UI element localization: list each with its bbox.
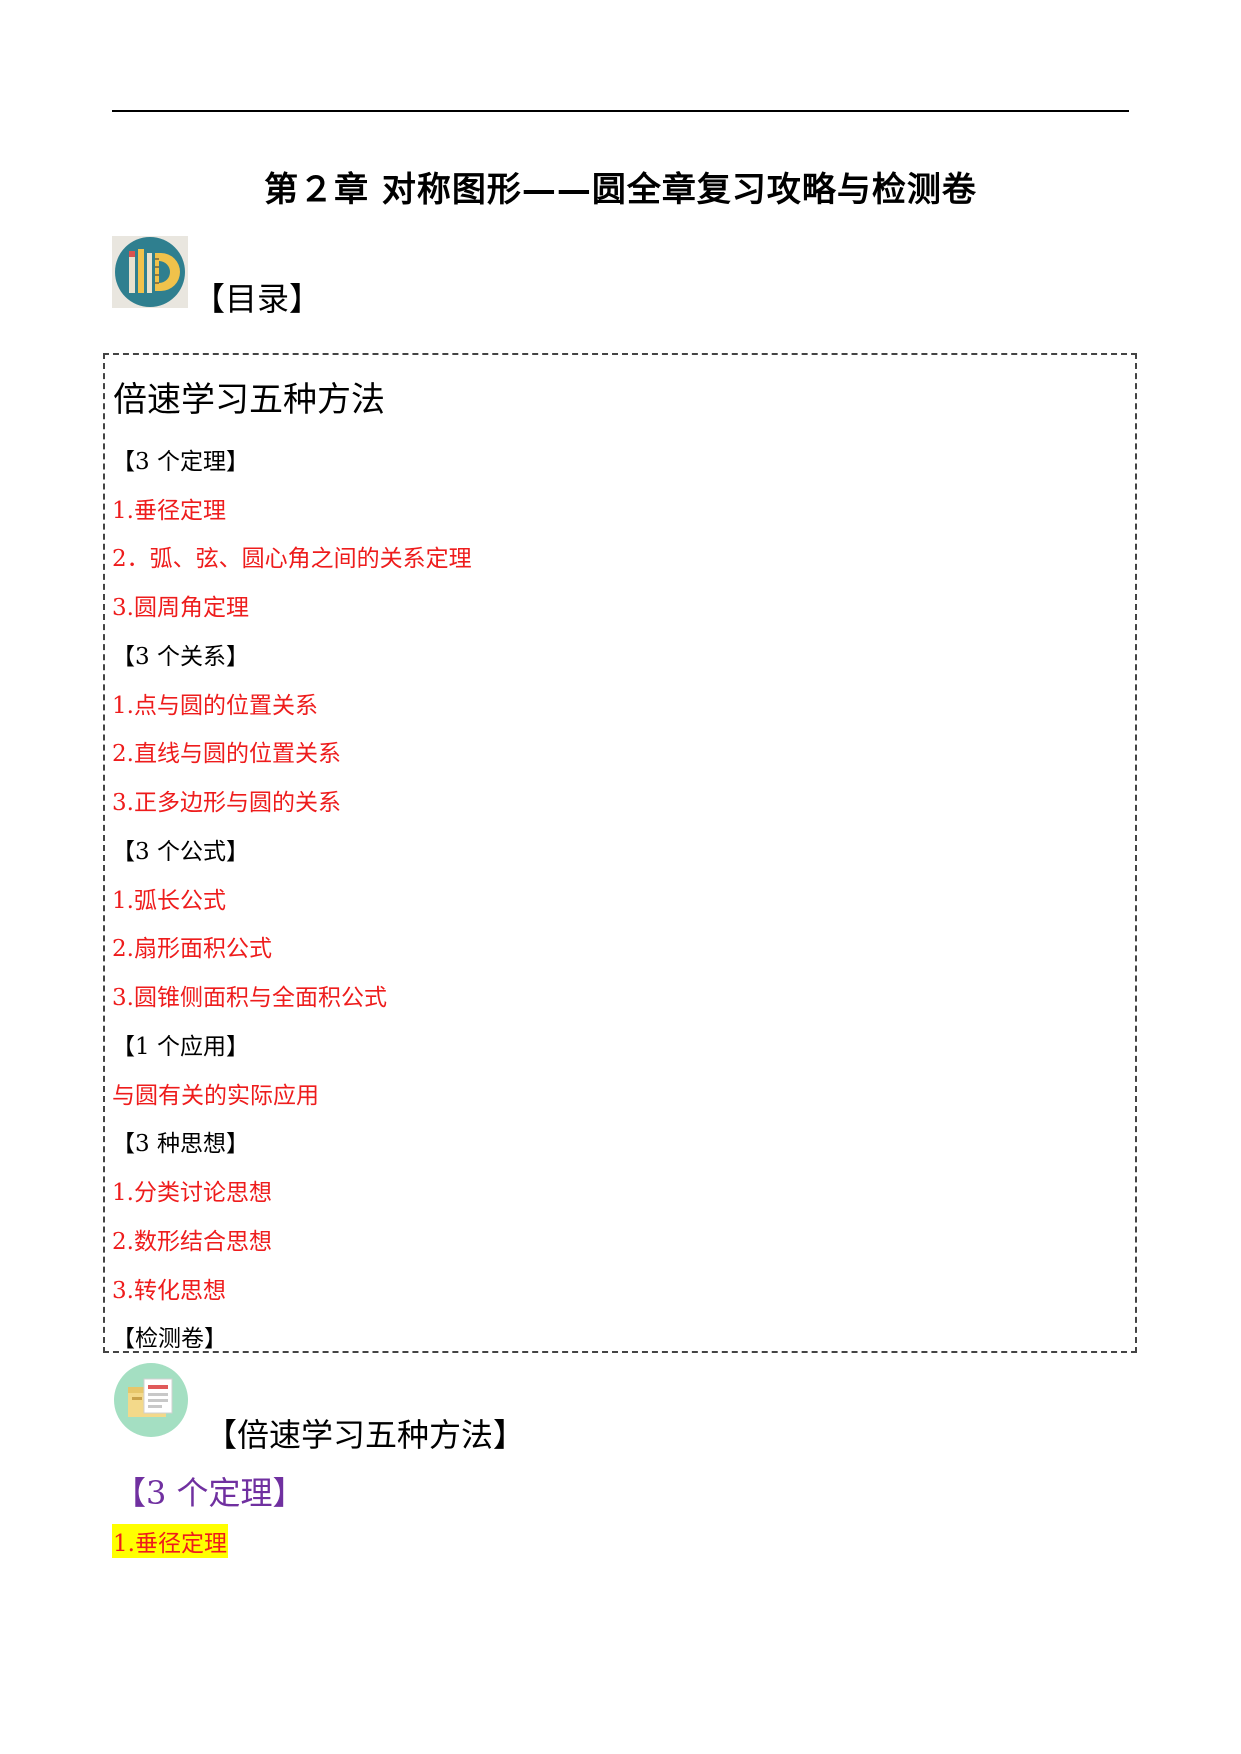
page-title: 第２章 对称图形——圆全章复习攻略与检测卷 [264, 170, 977, 210]
toc-box [103, 353, 1137, 1353]
toc-item: 3.转化思想 [112, 1278, 226, 1304]
toc-section-theorems: 【3 个定理】 [112, 449, 249, 475]
toc-item: 3.圆锥侧面积与全面积公式 [112, 985, 387, 1011]
document-folder-icon [114, 1363, 188, 1437]
toc-item: 1.弧长公式 [112, 888, 226, 914]
toc-item: 2.直线与圆的位置关系 [112, 741, 341, 767]
toc-section-application: 【1 个应用】 [112, 1034, 249, 1060]
toc-section-test: 【检测卷】 [112, 1326, 227, 1352]
toc-item: 1.分类讨论思想 [112, 1180, 272, 1206]
books-ruler-icon [112, 236, 188, 308]
toc-section-ideas: 【3 种思想】 [112, 1131, 249, 1157]
methods-heading: 【倍速学习五种方法】 [205, 1416, 526, 1454]
toc-title: 倍速学习五种方法 [113, 380, 385, 420]
toc-item: 3.圆周角定理 [112, 595, 249, 621]
toc-section-relations: 【3 个关系】 [112, 644, 249, 670]
toc-item: 2．弧、弦、圆心角之间的关系定理 [112, 546, 472, 572]
toc-item: 1.点与圆的位置关系 [112, 693, 318, 719]
toc-item: 2.扇形面积公式 [112, 936, 272, 962]
highlighted-item: 1.垂径定理 [112, 1524, 228, 1558]
toc-item: 与圆有关的实际应用 [112, 1083, 319, 1109]
toc-item: 1.垂径定理 [112, 498, 226, 524]
theorems-heading: 【3 个定理】 [114, 1474, 305, 1512]
toc-item: 3.正多边形与圆的关系 [112, 790, 341, 816]
toc-section-formulas: 【3 个公式】 [112, 839, 249, 865]
header-rule [112, 110, 1129, 112]
toc-heading: 【目录】 [193, 280, 322, 318]
toc-item: 2.数形结合思想 [112, 1229, 272, 1255]
